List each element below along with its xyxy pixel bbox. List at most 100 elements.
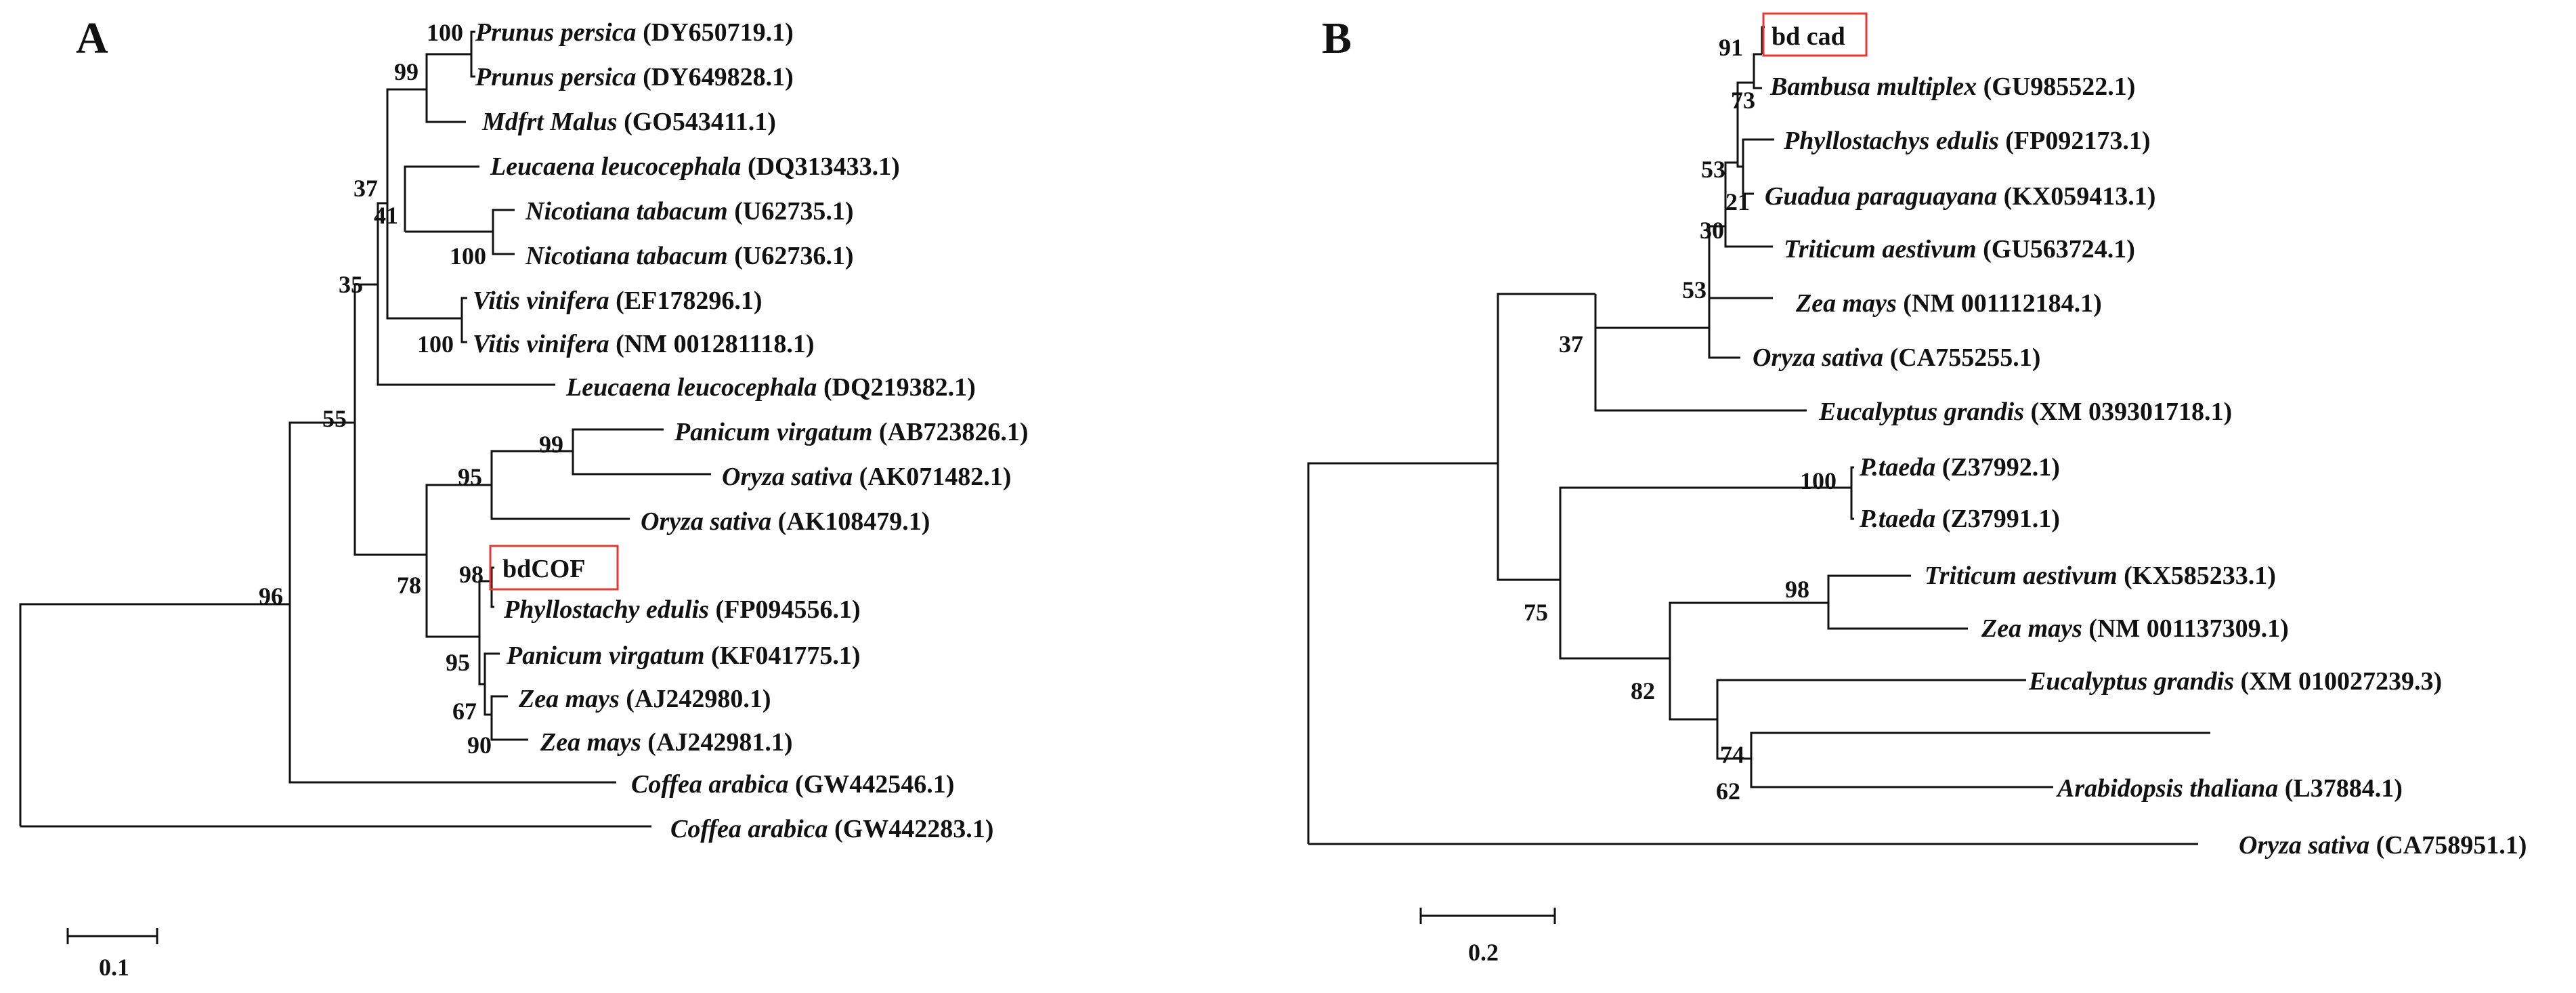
tree-a-zea2-branch (490, 715, 528, 741)
bootstrap-value: 95 (446, 649, 470, 676)
leaf-label: Mdfrt Malus (GO543411.1) (481, 108, 776, 136)
leaf-label: Phyllostachys edulis (FP092173.1) (1783, 127, 2150, 155)
leaf-label: Zea mays (AJ242980.1) (518, 685, 771, 713)
tree-b-pinus2-branch (1850, 488, 1854, 520)
leaf-label: Zea mays (AJ242981.1) (540, 728, 793, 757)
bootstrap-value: 75 (1524, 599, 1548, 626)
bootstrap-value: 82 (1631, 677, 1655, 704)
tree-a-coffea1-branch (288, 604, 616, 784)
bootstrap-value: 99 (539, 431, 563, 458)
tree-a-nicotiana1-branch (492, 209, 515, 232)
bootstrap-value: 74 (1720, 741, 1744, 768)
tree-b-oryza1-branch (1708, 328, 1740, 359)
leaf-label: Panicum virgatum (AB723826.1) (674, 418, 1029, 446)
panel-b-bootstrap-values: 91 73 53 30 21 53 37 100 98 75 82 74 62 (1524, 34, 1837, 805)
leaf-label: Arabidopsis thaliana (L37884.1) (2056, 774, 2403, 803)
tree-a-bdcof-branch (490, 566, 494, 581)
leaf-label: Coffea arabica (GW442546.1) (631, 770, 954, 799)
leaf-label: Zea mays (NM 001112184.1) (1795, 289, 2102, 318)
tree-b-eucalyptus2-branch (1716, 679, 2026, 719)
tree-a-node98-lower-branch (478, 637, 485, 685)
scale-bar-b: 0.2 (1419, 908, 1556, 966)
tree-b-zea2-branch (1827, 603, 1968, 630)
bootstrap-value: 95 (458, 463, 482, 490)
tree-a-vitis1-branch (460, 297, 467, 318)
leaf-label: Triticum aestivum (GU563724.1) (1784, 235, 2135, 263)
bootstrap-value: 37 (353, 175, 378, 202)
bootstrap-value: 41 (374, 202, 398, 229)
tree-a-node78-branch (425, 484, 492, 555)
bootstrap-value: 37 (1559, 331, 1583, 358)
panel-a-bootstrap-values: 100 99 37 41 100 35 100 55 99 95 98 78 9… (259, 19, 563, 759)
leaf-label: Prunus persica (DY650719.1) (475, 18, 794, 47)
highlight-box-bdcof (489, 545, 619, 591)
tree-a-node99-branch (425, 53, 471, 89)
tree-b-node82-branch (1559, 580, 1670, 660)
leaf-label: Bambusa multiplex (GU985522.1) (1769, 72, 2135, 101)
bootstrap-value: 73 (1731, 87, 1755, 114)
scale-bar-a: 0.1 (66, 928, 158, 981)
tree-a-vitis-node-branch (386, 203, 462, 320)
tree-a-node35-branch (377, 284, 555, 386)
leaf-label: Oryza sativa (CA755255.1) (1753, 343, 2040, 372)
tree-a-root-branch (19, 603, 290, 826)
tree-b-node73-branch (1736, 81, 1754, 163)
tree-a-mdfrt-branch (425, 89, 466, 123)
leaf-label: Panicum virgatum (KF041775.1) (506, 641, 861, 670)
tree-b-triticum2-branch (1827, 574, 1911, 603)
tree-b-triticum1-branch (1724, 226, 1773, 248)
tree-b-node91-branch (1753, 53, 1762, 83)
tree-b-node98-branch (1669, 601, 1828, 658)
panel-a-branches (19, 30, 711, 828)
tree-b-node21-branch (1736, 163, 1743, 168)
tree-a-node99b-branch (572, 428, 664, 451)
tree-a-oryza1-branch (572, 451, 711, 476)
leaf-label: Zea mays (NM 001137309.1) (1981, 614, 2289, 643)
tree-b-node53-branch (1594, 294, 1709, 329)
bootstrap-value: 100 (1800, 467, 1837, 494)
tree-a-prunus-pair-branch (470, 30, 475, 54)
leaf-label: P.taeda (Z37992.1) (1859, 453, 2060, 482)
tree-b-node53b-branch (1724, 161, 1738, 226)
tree-b-root-branch (1307, 462, 1498, 844)
leaf-label: Nicotiana tabacum (U62735.1) (525, 197, 854, 226)
tree-a-zea1-branch (490, 695, 508, 715)
bootstrap-value: 96 (259, 583, 283, 610)
leaf-label: Vitis vinifera (EF178296.1) (473, 287, 763, 315)
tree-b-pinus-branch (1559, 486, 1851, 580)
leaf-label: Nicotiana tabacum (U62736.1) (525, 242, 854, 270)
tree-b-phyllostachys-branch (1742, 138, 1774, 167)
tree-b-guadua-branch (1742, 167, 1754, 195)
tree-a-node95b-branch (484, 652, 500, 684)
bootstrap-value: 78 (397, 572, 421, 599)
tree-b-node75-branch (1497, 463, 1560, 581)
tree-b-node82-lower-branch (1669, 658, 1717, 721)
tree-a-prunus-pair-lower-branch (470, 54, 475, 78)
bootstrap-value: 98 (1785, 576, 1809, 603)
panel-b-leaf-labels: bd cad Bambusa multiplex (GU985522.1) Ph… (1753, 12, 2527, 860)
leaf-label: Oryza sativa (AK071482.1) (722, 463, 1011, 491)
tree-b-unlabeled-branch (1750, 732, 2210, 759)
leaf-label: Coffea arabica (GW442283.1) (670, 815, 993, 843)
leaf-label: Phyllostachy edulis (FP094556.1) (503, 595, 861, 624)
tree-a-node55-lower-branch (353, 423, 427, 556)
leaf-label-bdcad: bd cad (1772, 22, 1845, 51)
panel-b-branches (1307, 26, 2210, 845)
leaf-label: Leucaena leucocephala (DQ313433.1) (490, 152, 900, 181)
bootstrap-value: 100 (417, 331, 454, 358)
tree-a-oryza2-branch (490, 485, 630, 520)
scale-bar-a-label: 0.1 (99, 954, 129, 981)
tree-a-nicotiana2-branch (492, 232, 515, 255)
bootstrap-value: 90 (467, 732, 492, 759)
highlight-box-bdcad (1762, 12, 1868, 57)
tree-a-node55-branch (353, 283, 378, 423)
leaf-label: Leucaena leucocephala (DQ219382.1) (565, 373, 976, 402)
tree-a-node67-branch (484, 684, 492, 716)
tree-b-bambusa-branch (1753, 83, 1762, 89)
leaf-label: Vitis vinifera (NM 001281118.1) (473, 330, 815, 358)
tree-b-pinus1-branch (1850, 466, 1854, 488)
panel-b-letter: B (1322, 14, 1352, 63)
tree-a-phyllostachy-branch (490, 581, 494, 608)
tree-a-node37-branch (386, 88, 427, 203)
leaf-label: Prunus persica (DY649828.1) (475, 63, 794, 91)
